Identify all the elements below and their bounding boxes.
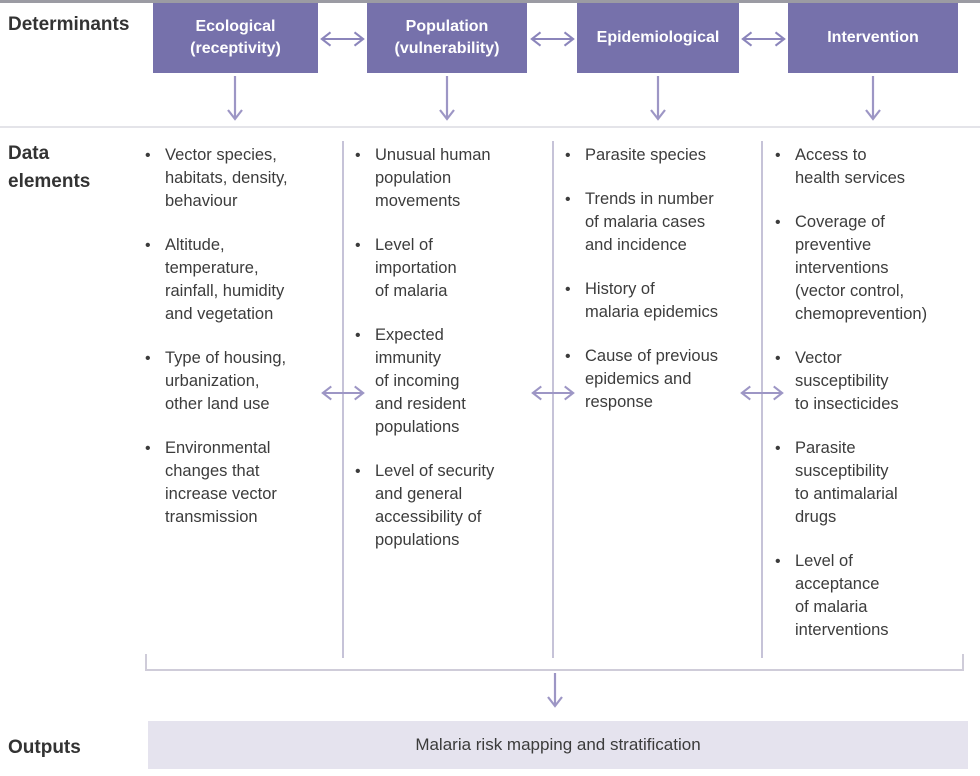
list-item: Parasite species [563,144,757,167]
down-arrow-icon [649,76,667,121]
list-item: Type of housing, urbanization, other lan… [143,347,339,416]
column-divider-line [552,141,554,658]
list-item: Level of security and general accessibil… [353,460,545,552]
down-arrow-icon [546,673,564,708]
determinant-box-epidemiological: Epidemiological [577,3,739,73]
down-arrow-icon [864,76,882,121]
list-item: Level of importation of malaria [353,234,545,303]
list-item: History of malaria epidemics [563,278,757,324]
top-border-rule [0,0,980,3]
list-item: Trends in number of malaria cases and in… [563,188,757,257]
double-arrow-icon [319,30,366,48]
list-item: Access to health services [773,144,969,190]
double-arrow-icon [320,384,366,402]
list-item: Environmental changes that increase vect… [143,437,339,529]
double-arrow-icon [530,384,576,402]
determinants-label: Determinants [8,14,130,35]
list-item: Vector species, habitats, density, behav… [143,144,339,213]
list-item: Altitude, temperature, rainfall, humidit… [143,234,339,326]
list-item: Coverage of preventive interventions (ve… [773,211,969,326]
double-arrow-icon [740,30,787,48]
determinant-box-intervention: Intervention [788,3,958,73]
down-arrow-icon [438,76,456,121]
data-elements-column-population: Unusual human population movementsLevel … [353,144,545,573]
outputs-box: Malaria risk mapping and stratification [148,721,968,769]
double-arrow-icon [529,30,576,48]
data-elements-label: Data elements [8,143,91,192]
column-divider-line [761,141,763,658]
double-arrow-icon [739,384,785,402]
list-item: Cause of previous epidemics and response [563,345,757,414]
column-divider-line [342,141,344,658]
outputs-box-label: Malaria risk mapping and stratification [415,735,701,754]
list-item: Unusual human population movements [353,144,545,213]
list-item: Vector susceptibility to insecticides [773,347,969,416]
list-item: Parasite susceptibility to antimalarial … [773,437,969,529]
list-item: Level of acceptance of malaria intervent… [773,550,969,642]
data-elements-column-epidemiological: Parasite speciesTrends in number of mala… [563,144,757,435]
section-divider-rule [0,126,980,128]
determinant-box-ecological: Ecological (receptivity) [153,3,318,73]
determinant-box-population: Population (vulnerability) [367,3,527,73]
down-arrow-icon [226,76,244,121]
outputs-label: Outputs [8,737,81,758]
data-elements-column-ecological: Vector species, habitats, density, behav… [143,144,339,550]
list-item: Expected immunity of incoming and reside… [353,324,545,439]
collector-bracket [145,654,964,671]
data-elements-column-intervention: Access to health servicesCoverage of pre… [773,144,969,663]
